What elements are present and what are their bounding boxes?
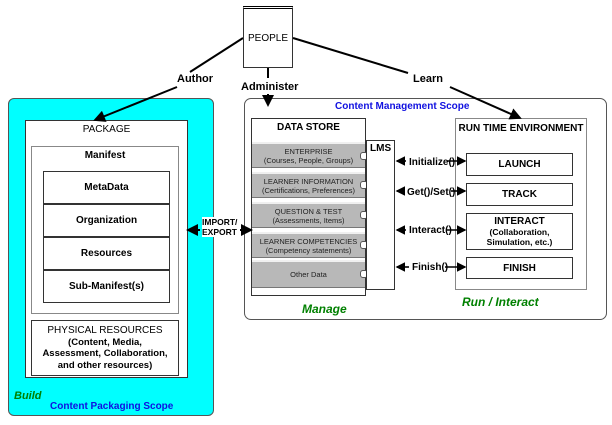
manifest-item-metadata: MetaData xyxy=(43,171,170,204)
run-time-environment-title: RUN TIME ENVIRONMENT xyxy=(458,123,584,134)
data-store-item-learner-competencies: LEARNER COMPETENCIES(Competency statemen… xyxy=(252,232,365,258)
data-store-item-detail: (Certifications, Preferences) xyxy=(262,185,355,195)
learn-line xyxy=(292,37,409,74)
data-store-item-enterprise: ENTERPRISE(Courses, People, Groups) xyxy=(252,142,365,168)
run-interact-phase-label: Run / Interact xyxy=(462,295,539,309)
package-title: PACKAGE xyxy=(82,124,131,135)
administer-label: Administer xyxy=(241,81,299,93)
author-label: Author xyxy=(177,73,214,85)
physical-resources-detail: and other resources) xyxy=(57,359,153,371)
author-line xyxy=(189,37,244,73)
export-label: EXPORT xyxy=(202,227,237,237)
lms-box xyxy=(366,140,395,290)
api-interact-label: Interact() xyxy=(409,225,452,236)
data-store-item-title: ENTERPRISE xyxy=(284,146,333,156)
data-store-item-detail: (Courses, People, Groups) xyxy=(263,155,354,165)
rte-item-interact: INTERACT (Collaboration, Simulation, etc… xyxy=(466,213,573,250)
build-phase-label: Build xyxy=(14,390,42,402)
rte-item-finish: FINISH xyxy=(466,257,573,279)
manifest-item-sub-manifests: Sub-Manifest(s) xyxy=(43,270,170,303)
data-store-item-question-test: QUESTION & TEST(Assessments, Items) xyxy=(252,202,365,228)
data-store-item-title: Other Data xyxy=(290,270,327,279)
content-management-scope-label: Content Management Scope xyxy=(335,101,470,112)
manifest-item-resources: Resources xyxy=(43,237,170,270)
learn-label: Learn xyxy=(413,73,443,85)
rte-item-detail: Simulation, etc.) xyxy=(486,237,553,247)
rte-item-launch: LAUNCH xyxy=(466,153,573,176)
import-label: IMPORT/ xyxy=(202,217,238,227)
content-packaging-scope-label: Content Packaging Scope xyxy=(50,401,174,412)
api-get-set-label: Get()/Set() xyxy=(407,187,456,198)
data-store-item-learner-information: LEARNER INFORMATION(Certifications, Pref… xyxy=(252,172,365,198)
api-initialize-label: Initialize() xyxy=(409,157,456,168)
data-store-item-title: LEARNER INFORMATION xyxy=(263,176,354,186)
rte-item-detail: (Collaboration, xyxy=(489,227,550,237)
data-store-item-title: QUESTION & TEST xyxy=(274,206,343,216)
manifest-title: Manifest xyxy=(84,150,126,161)
people-box: PEOPLE xyxy=(243,6,293,68)
data-store-item-detail: (Assessments, Items) xyxy=(272,215,345,225)
data-store-item-detail: (Competency statements) xyxy=(265,245,352,255)
data-store-item-other-data: Other Data xyxy=(252,260,365,288)
manifest-item-organization: Organization xyxy=(43,204,170,237)
physical-resources-title: PHYSICAL RESOURCES xyxy=(47,325,163,336)
manage-phase-label: Manage xyxy=(302,302,347,316)
data-store-item-title: LEARNER COMPETENCIES xyxy=(259,236,358,246)
physical-resources-box: PHYSICAL RESOURCES (Content, Media, Asse… xyxy=(31,320,179,376)
physical-resources-detail: Assessment, Collaboration, xyxy=(42,348,168,359)
api-finish-label: Finish() xyxy=(412,262,449,273)
rte-item-track: TRACK xyxy=(466,183,573,206)
rte-item-title: INTERACT xyxy=(494,216,545,227)
data-store-title: DATA STORE xyxy=(277,122,340,133)
import-export-label: IMPORT/ EXPORT xyxy=(202,217,238,237)
lms-label: LMS xyxy=(370,143,392,154)
physical-resources-detail: (Content, Media, xyxy=(68,336,142,348)
